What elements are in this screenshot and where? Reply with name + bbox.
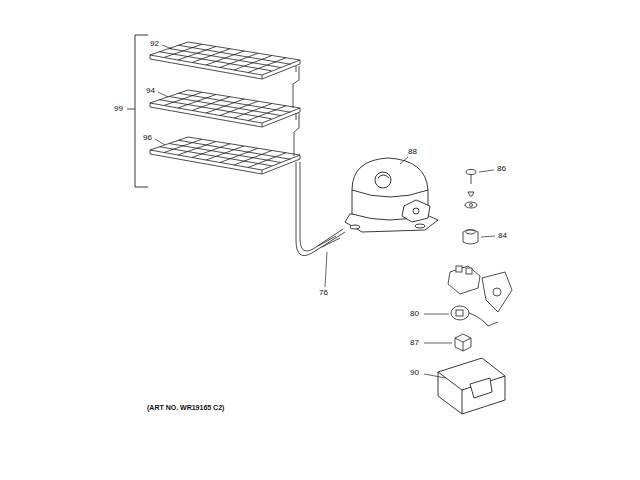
- callout-number: 99: [114, 104, 123, 114]
- callout-number: 88: [408, 147, 417, 157]
- callout-number: 86: [497, 164, 506, 174]
- callout-number: 76: [319, 288, 328, 298]
- start-relay: [448, 266, 512, 312]
- overload: [451, 306, 498, 326]
- callout-number: 80: [410, 309, 419, 319]
- art-number-note: (ART NO. WR19165 C2): [147, 403, 224, 413]
- terminal-plug: [463, 230, 478, 245]
- compressor: [345, 158, 438, 232]
- callout-number: 92: [150, 39, 159, 49]
- callout-number: 90: [410, 368, 419, 378]
- terminal-cover: [438, 358, 505, 414]
- group-bracket: [135, 35, 148, 187]
- callout-number: 84: [498, 231, 507, 241]
- callout-number: 96: [143, 133, 152, 143]
- capacitor: [455, 334, 471, 351]
- callout-number: 87: [410, 338, 419, 348]
- screw: [465, 170, 477, 209]
- callout-number: 94: [146, 86, 155, 96]
